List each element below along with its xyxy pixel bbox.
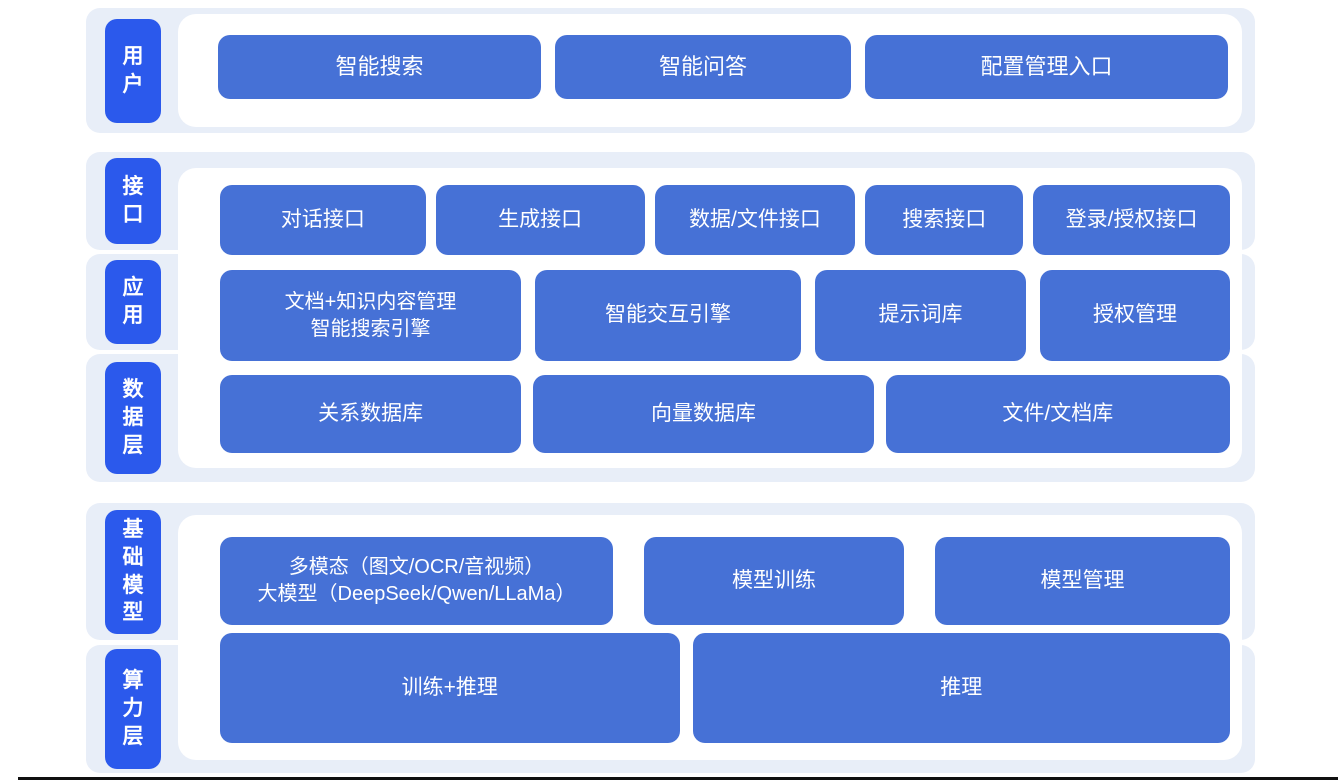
- panel-middle: 对话接口 生成接口 数据/文件接口 搜索接口 登录/授权接口 文档+知识内容管理…: [178, 168, 1242, 468]
- box-inference: 推理: [692, 633, 1230, 743]
- box-smart-interaction-engine: 智能交互引擎: [535, 270, 801, 361]
- row-user-entries: 智能搜索 智能问答 配置管理入口: [218, 35, 1228, 99]
- box-generation-api: 生成接口: [435, 185, 645, 255]
- label-interface: 接 口: [105, 158, 161, 244]
- box-smart-search: 智能搜索: [218, 35, 542, 99]
- box-dialog-api: 对话接口: [220, 185, 426, 255]
- box-login-auth-api: 登录/授权接口: [1033, 185, 1230, 255]
- label-data-layer: 数 据 层: [105, 362, 161, 474]
- box-authorization-management: 授权管理: [1040, 270, 1230, 361]
- panel-user: 智能搜索 智能问答 配置管理入口: [178, 14, 1242, 127]
- box-relational-database: 关系数据库: [220, 375, 522, 453]
- row-models: 多模态（图文/OCR/音视频） 大模型（DeepSeek/Qwen/LLaMa）…: [220, 537, 1230, 625]
- label-user: 用 户: [105, 18, 161, 123]
- box-search-api: 搜索接口: [865, 185, 1024, 255]
- box-prompt-library: 提示词库: [815, 270, 1026, 361]
- box-vector-database: 向量数据库: [533, 375, 874, 453]
- box-smart-qa: 智能问答: [555, 35, 852, 99]
- row-applications: 文档+知识内容管理 智能搜索引擎 智能交互引擎 提示词库 授权管理: [220, 270, 1230, 361]
- panel-foundation: 多模态（图文/OCR/音视频） 大模型（DeepSeek/Qwen/LLaMa）…: [178, 515, 1242, 760]
- section-middle-layers: 接 口 应 用 数 据 层 对话接口 生成接口 数据/文件接口 搜索接口 登录/…: [86, 152, 1255, 482]
- row-data-stores: 关系数据库 向量数据库 文件/文档库: [220, 375, 1230, 453]
- box-model-management: 模型管理: [935, 537, 1230, 625]
- section-user-layer: 用 户 智能搜索 智能问答 配置管理入口: [86, 8, 1255, 133]
- row-interfaces: 对话接口 生成接口 数据/文件接口 搜索接口 登录/授权接口: [220, 185, 1230, 255]
- box-multimodal-llm: 多模态（图文/OCR/音视频） 大模型（DeepSeek/Qwen/LLaMa）: [220, 537, 613, 625]
- box-data-file-api: 数据/文件接口: [654, 185, 856, 255]
- box-training-plus-inference: 训练+推理: [220, 633, 680, 743]
- label-compute-layer: 算 力 层: [105, 649, 161, 769]
- box-doc-knowledge-search-engine: 文档+知识内容管理 智能搜索引擎: [220, 270, 521, 361]
- box-config-management-entry: 配置管理入口: [865, 35, 1228, 99]
- box-model-training: 模型训练: [644, 537, 904, 625]
- label-foundation-model: 基 础 模 型: [105, 509, 161, 634]
- box-file-document-store: 文件/文档库: [885, 375, 1230, 453]
- bottom-divider-line: [18, 777, 1338, 780]
- row-compute: 训练+推理 推理: [220, 633, 1230, 743]
- section-foundation-compute: 基 础 模 型 算 力 层 多模态（图文/OCR/音视频） 大模型（DeepSe…: [86, 503, 1255, 773]
- label-application: 应 用: [105, 260, 161, 344]
